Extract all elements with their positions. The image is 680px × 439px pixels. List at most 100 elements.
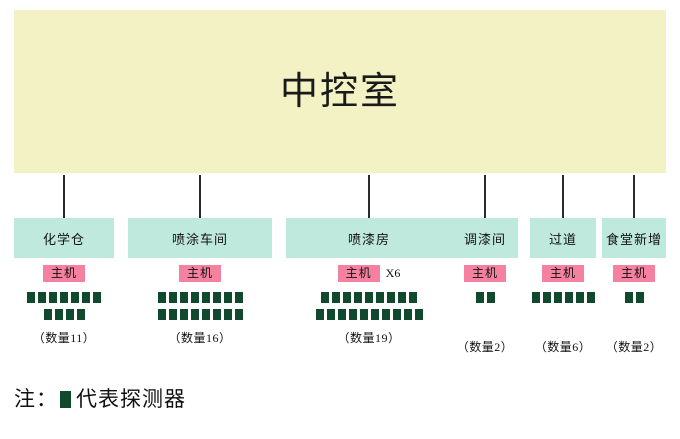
host-tag[interactable]: 主机 (337, 264, 380, 282)
detector-square (71, 292, 79, 303)
connector-line (484, 175, 486, 218)
spacer (530, 318, 596, 332)
detector-grid (452, 292, 518, 318)
host-tag[interactable]: 主机 (178, 264, 221, 282)
detector-square (403, 309, 412, 320)
detector-square (201, 309, 210, 320)
node-box[interactable]: 喷涂车间 (128, 218, 272, 258)
legend: 注： 代表探测器 (14, 383, 186, 413)
detector-square (381, 309, 390, 320)
node-column: 喷漆房主机 X6 （数量19） (286, 218, 452, 346)
detector-square (54, 309, 63, 320)
connector-line (63, 175, 65, 218)
node-box[interactable]: 食堂新增 (602, 218, 666, 258)
detector-square (321, 292, 329, 303)
detector-square (76, 309, 85, 320)
host-row: 主机 X6 (286, 264, 452, 282)
detector-square (398, 292, 406, 303)
detector-square-icon (60, 390, 71, 408)
connector-line (199, 175, 201, 218)
host-row: 主机 (602, 264, 666, 282)
detector-row (452, 292, 518, 303)
detector-count-label: （数量16） (168, 331, 232, 345)
host-row: 主机 (128, 264, 272, 282)
node-label: 食堂新增 (605, 231, 662, 247)
detector-square (575, 292, 584, 303)
detector-square (168, 309, 177, 320)
detector-square (82, 292, 90, 303)
host-multiplier: X6 (385, 265, 401, 280)
detector-square (376, 292, 384, 303)
detector-square (337, 309, 346, 320)
node-box[interactable]: 化学仓 (14, 218, 114, 258)
detector-square (212, 309, 221, 320)
detector-square (414, 309, 423, 320)
detector-square (326, 309, 335, 320)
detector-square (542, 292, 551, 303)
host-tag[interactable]: 主机 (541, 264, 584, 282)
host-tag[interactable]: 主机 (42, 264, 85, 282)
spacer (602, 318, 666, 332)
detector-square (586, 292, 595, 303)
detector-square (212, 292, 221, 303)
detector-row (14, 309, 114, 320)
node-box[interactable]: 调漆间 (452, 218, 518, 258)
detector-row (530, 292, 596, 303)
detector-square (409, 292, 417, 303)
node-box[interactable]: 过道 (530, 218, 596, 258)
detector-square (370, 309, 379, 320)
detector-grid (14, 292, 114, 323)
detector-square (354, 292, 362, 303)
detector-row (602, 292, 666, 303)
node-label: 喷涂车间 (171, 231, 228, 247)
detector-square (486, 292, 495, 303)
detector-square (179, 309, 188, 320)
host-tag[interactable]: 主机 (463, 264, 506, 282)
node-box[interactable]: 喷漆房 (286, 218, 452, 258)
detector-square (157, 309, 166, 320)
detector-grid (530, 292, 596, 318)
detector-square (93, 292, 101, 303)
detector-square (553, 292, 562, 303)
detector-square (315, 309, 324, 320)
detector-square (234, 292, 243, 303)
detector-square (234, 309, 243, 320)
detector-square (531, 292, 540, 303)
detector-square (179, 292, 188, 303)
detector-square (157, 292, 166, 303)
detector-square (190, 292, 199, 303)
detector-square (190, 309, 199, 320)
node-column: 食堂新增主机（数量2） (602, 218, 666, 355)
detector-square (49, 292, 57, 303)
detector-row (14, 292, 114, 303)
detector-square (343, 292, 351, 303)
detector-square (168, 292, 177, 303)
node-label: 调漆间 (463, 231, 506, 247)
detector-grid (602, 292, 666, 318)
detector-square (223, 292, 232, 303)
detector-square (43, 309, 52, 320)
connector-line (562, 175, 564, 218)
detector-square (387, 292, 395, 303)
detector-grid (128, 292, 272, 323)
node-column: 过道主机（数量6） (530, 218, 596, 355)
connector-line (633, 175, 635, 218)
detector-square (38, 292, 46, 303)
node-label: 过道 (548, 231, 577, 247)
detector-square (564, 292, 573, 303)
detector-count-label: （数量19） (337, 331, 401, 345)
control-room-title: 中控室 (279, 70, 400, 113)
detector-row (286, 309, 452, 320)
detector-square (201, 292, 210, 303)
detector-count-label: （数量11） (32, 331, 96, 345)
detector-count-label: （数量2） (456, 340, 514, 354)
detector-square (223, 309, 232, 320)
host-tag[interactable]: 主机 (612, 264, 655, 282)
connector-line (368, 175, 370, 218)
control-room-box: 中控室 (14, 10, 666, 173)
node-column: 喷涂车间主机 （数量16） (128, 218, 272, 346)
detector-square (635, 292, 644, 303)
node-column: 调漆间主机 （数量2） (452, 218, 518, 355)
detector-square (365, 292, 373, 303)
